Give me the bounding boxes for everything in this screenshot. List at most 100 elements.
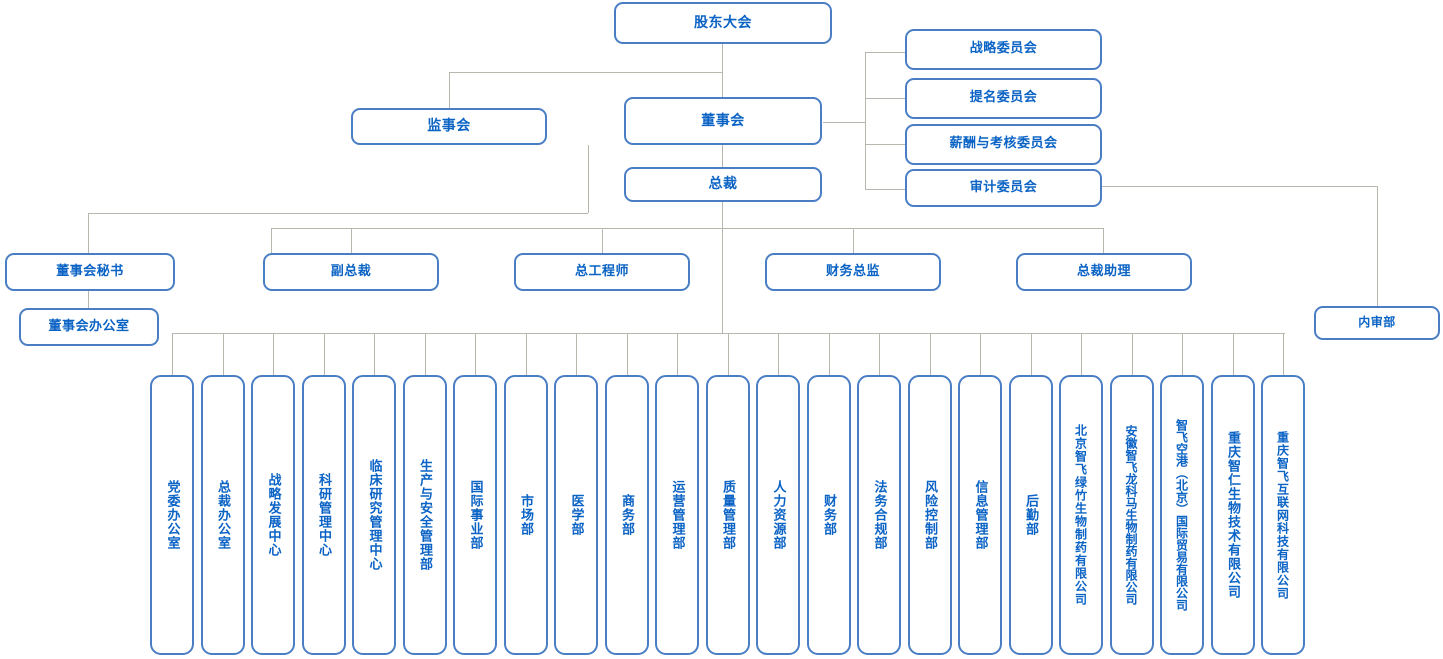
connector-bus-to-committee-1 [865, 98, 905, 99]
node-shareholders-meeting[interactable]: 股东大会 [614, 2, 832, 44]
node-department[interactable]: 国际事业部 [453, 375, 497, 655]
connector-department-drop [627, 333, 628, 375]
node-department[interactable]: 财务部 [806, 375, 851, 655]
connector-department-drop [324, 333, 325, 375]
connector-department-drop [526, 333, 527, 375]
department-label: 总裁办公室 [215, 480, 230, 550]
node-department[interactable]: 总裁办公室 [200, 375, 245, 655]
connector-department-drop [829, 333, 830, 375]
node-board-office[interactable]: 董事会办公室 [19, 308, 159, 346]
connector-department-drop [273, 333, 274, 375]
node-department[interactable]: 智飞空港（北京）国际贸易有限公司 [1160, 375, 1204, 655]
department-label: 市场部 [518, 494, 533, 536]
node-exec-chief-engineer[interactable]: 总工程师 [514, 253, 690, 291]
connector-department-drop [576, 333, 577, 375]
department-label: 重庆智仁生物技术有限公司 [1225, 431, 1240, 599]
node-department[interactable]: 生产与安全管理部 [402, 375, 447, 655]
node-department[interactable]: 医学部 [554, 375, 598, 655]
node-department[interactable]: 北京智飞绿竹生物制药有限公司 [1059, 375, 1103, 655]
connector-exec-drop-1 [351, 228, 352, 253]
department-label: 智飞空港（北京）国际贸易有限公司 [1174, 419, 1189, 611]
connector-department-drop [1132, 333, 1133, 375]
node-committee-remuneration[interactable]: 薪酬与考核委员会 [905, 124, 1102, 165]
connector-president-drop [722, 202, 723, 252]
connector-department-drop [1031, 333, 1032, 375]
department-label: 医学部 [568, 494, 584, 536]
connector-department-drop [172, 333, 173, 375]
connector-bus-to-committee-3 [865, 189, 905, 190]
node-department[interactable]: 重庆智飞互联网科技有限公司 [1261, 375, 1305, 655]
connector-board-secretary-drop [88, 213, 89, 253]
connector-exec-drop-4 [1103, 228, 1104, 253]
connector-drop-supervisory [449, 72, 450, 108]
department-label: 安徽智飞龙科马生物制药有限公司 [1124, 425, 1138, 605]
node-exec-vice-president[interactable]: 副总裁 [263, 253, 439, 291]
node-department[interactable]: 风险控制部 [907, 375, 952, 655]
node-department[interactable]: 商务部 [604, 375, 649, 655]
department-label: 党委办公室 [164, 480, 180, 550]
connector-board-left-drop [588, 145, 589, 213]
connector-secretary-to-office [88, 291, 89, 308]
department-label: 科研管理中心 [316, 473, 331, 557]
node-department[interactable]: 运营管理部 [655, 375, 699, 655]
department-label: 后勤部 [1023, 494, 1038, 536]
node-committee-nomination[interactable]: 提名委员会 [905, 78, 1102, 119]
department-label: 信息管理部 [972, 480, 988, 550]
node-exec-cfo[interactable]: 财务总监 [765, 253, 941, 291]
node-department[interactable]: 安徽智飞龙科马生物制药有限公司 [1109, 375, 1154, 655]
connector-bus-to-committee-0 [865, 52, 905, 53]
connector-president-trunk [722, 228, 723, 333]
connector-board-to-president [722, 145, 723, 167]
department-label: 风险控制部 [922, 480, 937, 550]
department-label: 运营管理部 [669, 480, 685, 550]
connector-bus-to-committee-2 [865, 144, 905, 145]
connector-department-drop [475, 333, 476, 375]
node-department[interactable]: 质量管理部 [705, 375, 750, 655]
department-label: 生产与安全管理部 [417, 459, 432, 571]
connector-department-drop [223, 333, 224, 375]
connector-audit-to-internal-audit [1102, 186, 1378, 187]
node-department[interactable]: 信息管理部 [958, 375, 1002, 655]
node-department[interactable]: 重庆智仁生物技术有限公司 [1210, 375, 1255, 655]
connector-exec-bus [271, 228, 1104, 229]
node-committee-strategy[interactable]: 战略委员会 [905, 29, 1102, 70]
connector-exec-drop-0 [271, 228, 272, 253]
department-label: 临床研究管理中心 [366, 459, 382, 571]
connector-department-drop [930, 333, 931, 375]
connector-department-drop [677, 333, 678, 375]
node-president[interactable]: 总裁 [624, 167, 822, 202]
connector-department-drop [1283, 333, 1284, 375]
connector-bar-supervisory [449, 72, 723, 73]
node-department[interactable]: 后勤部 [1008, 375, 1053, 655]
connector-board-secretary-bar [88, 213, 588, 214]
node-committee-audit[interactable]: 审计委员会 [905, 169, 1102, 207]
node-department[interactable]: 科研管理中心 [301, 375, 346, 655]
node-department[interactable]: 人力资源部 [756, 375, 800, 655]
connector-department-drop [879, 333, 880, 375]
department-label: 人力资源部 [770, 480, 786, 550]
node-department[interactable]: 临床研究管理中心 [352, 375, 396, 655]
connector-department-drop [1233, 333, 1234, 375]
node-department[interactable]: 法务合规部 [857, 375, 901, 655]
node-department[interactable]: 战略发展中心 [251, 375, 295, 655]
node-supervisory-board[interactable]: 监事会 [351, 108, 547, 145]
department-label: 商务部 [619, 494, 634, 536]
connector-department-drop [980, 333, 981, 375]
department-label: 法务合规部 [871, 480, 887, 550]
connector-exec-drop-3 [853, 228, 854, 253]
connector-department-drop [374, 333, 375, 375]
department-label: 战略发展中心 [265, 473, 281, 557]
connector-committee-bus [865, 52, 866, 189]
node-exec-board-secretary[interactable]: 董事会秘书 [5, 253, 175, 291]
department-label: 重庆智飞互联网科技有限公司 [1275, 430, 1290, 600]
node-department[interactable]: 市场部 [503, 375, 548, 655]
node-department[interactable]: 党委办公室 [150, 375, 194, 655]
connector-department-drop [1081, 333, 1082, 375]
node-exec-president-assistant[interactable]: 总裁助理 [1016, 253, 1192, 291]
connector-department-drop [1182, 333, 1183, 375]
department-label: 北京智飞绿竹生物制药有限公司 [1073, 424, 1088, 606]
connector-department-drop [778, 333, 779, 375]
node-board-of-directors[interactable]: 董事会 [624, 97, 822, 145]
node-internal-audit[interactable]: 内审部 [1314, 306, 1440, 340]
